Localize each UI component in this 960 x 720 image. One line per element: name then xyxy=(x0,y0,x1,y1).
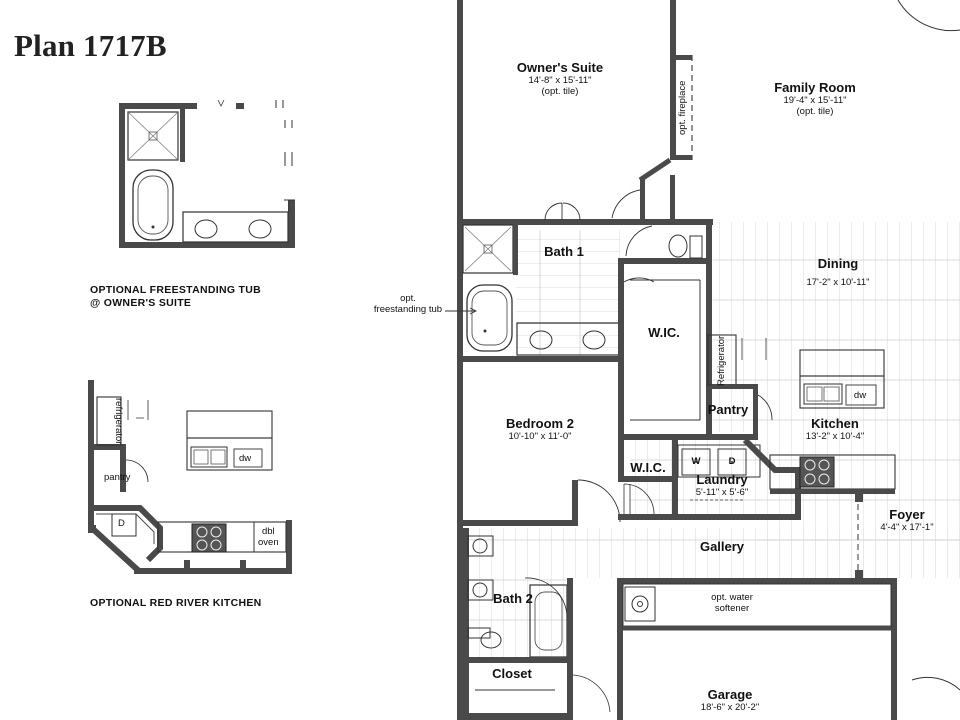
opt-fireplace-label: opt. fireplace xyxy=(677,80,688,135)
kitchen-name: Kitchen xyxy=(811,416,859,431)
room-bath-2: Bath 2 xyxy=(493,591,533,606)
washer-label: W xyxy=(691,456,701,467)
inset-dryer-label: D xyxy=(118,518,125,529)
room-family-room: Family Room 19'-4" x 15'-11" (opt. tile) xyxy=(760,80,870,117)
room-kitchen: Kitchen 13'-2" x 10'-4" xyxy=(795,416,875,442)
room-wic-2: W.I.C. xyxy=(630,460,666,475)
foyer-dim: 4'-4" x 17'-1" xyxy=(880,522,934,533)
room-closet: Closet xyxy=(492,666,532,681)
dryer-label: D xyxy=(728,456,736,467)
inset-oven-line1: dbl xyxy=(261,526,275,537)
dishwasher-label: dw xyxy=(853,390,867,401)
inset-red-river-kitchen xyxy=(88,380,292,575)
inset-oven-label: dbl oven xyxy=(258,526,279,548)
inset-tub-caption: OPTIONAL FREESTANDING TUB @ OWNER'S SUIT… xyxy=(90,284,261,310)
water-softener-line2: softener xyxy=(714,603,750,614)
laundry-name: Laundry xyxy=(696,472,748,487)
owners-suite-dim: 14'-8" x 15'-11" xyxy=(528,75,592,86)
opt-tub-line1: opt. xyxy=(400,293,416,304)
inset-freestanding-tub xyxy=(119,99,295,248)
inset-pantry-label: pantry xyxy=(104,472,131,483)
room-pantry: Pantry xyxy=(707,402,749,417)
room-gallery: Gallery xyxy=(699,539,745,554)
laundry-dim: 5'-11" x 5'-6" xyxy=(695,487,749,498)
refrigerator-label: Refrigerator xyxy=(716,335,727,386)
opt-freestanding-tub-label: opt. freestanding tub xyxy=(368,293,448,315)
family-room-dim: 19'-4" x 15'-11" xyxy=(783,95,847,106)
room-dining: Dining 17'-2" x 10'-11" xyxy=(790,256,886,288)
garage-name: Garage xyxy=(707,687,753,702)
room-owners-suite: Owner's Suite 14'-8" x 15'-11" (opt. til… xyxy=(505,60,615,97)
opt-tub-line2: freestanding tub xyxy=(373,304,443,315)
family-room-name: Family Room xyxy=(774,80,856,95)
dining-name: Dining xyxy=(817,256,859,271)
plan-title: Plan 1717B xyxy=(14,28,167,63)
inset-tub-caption-line1: OPTIONAL FREESTANDING TUB xyxy=(90,284,262,296)
room-bedroom-2: Bedroom 2 10'-10" x 11'-0" xyxy=(490,416,590,442)
room-laundry: Laundry 5'-11" x 5'-6" xyxy=(690,472,754,498)
family-room-note: (opt. tile) xyxy=(796,106,834,117)
inset-refrigerator-label: refrigerator xyxy=(113,398,124,445)
garage-dim: 18'-6" x 20'-2" xyxy=(700,702,760,713)
owners-suite-note: (opt. tile) xyxy=(541,86,579,97)
water-softener-label: opt. water softener xyxy=(692,592,772,614)
main-floor-plan xyxy=(445,0,960,720)
inset-tub-caption-line2: @ OWNER'S SUITE xyxy=(90,297,192,309)
water-softener-line1: opt. water xyxy=(711,592,753,603)
inset-kitchen-caption: OPTIONAL RED RIVER KITCHEN xyxy=(90,597,262,609)
inset-oven-line2: oven xyxy=(258,537,279,548)
bedroom-2-name: Bedroom 2 xyxy=(506,416,574,431)
bedroom-2-dim: 10'-10" x 11'-0" xyxy=(508,431,572,442)
room-foyer: Foyer 4'-4" x 17'-1" xyxy=(872,507,942,533)
room-garage: Garage 18'-6" x 20'-2" xyxy=(690,687,770,713)
owners-suite-name: Owner's Suite xyxy=(516,60,604,75)
inset-dw-label: dw xyxy=(239,453,252,464)
kitchen-dim: 13'-2" x 10'-4" xyxy=(805,431,865,442)
foyer-name: Foyer xyxy=(889,507,925,522)
dining-dim: 17'-2" x 10'-11" xyxy=(806,277,870,288)
room-wic-1: W.IC. xyxy=(648,325,680,340)
room-bath-1: Bath 1 xyxy=(544,244,584,259)
